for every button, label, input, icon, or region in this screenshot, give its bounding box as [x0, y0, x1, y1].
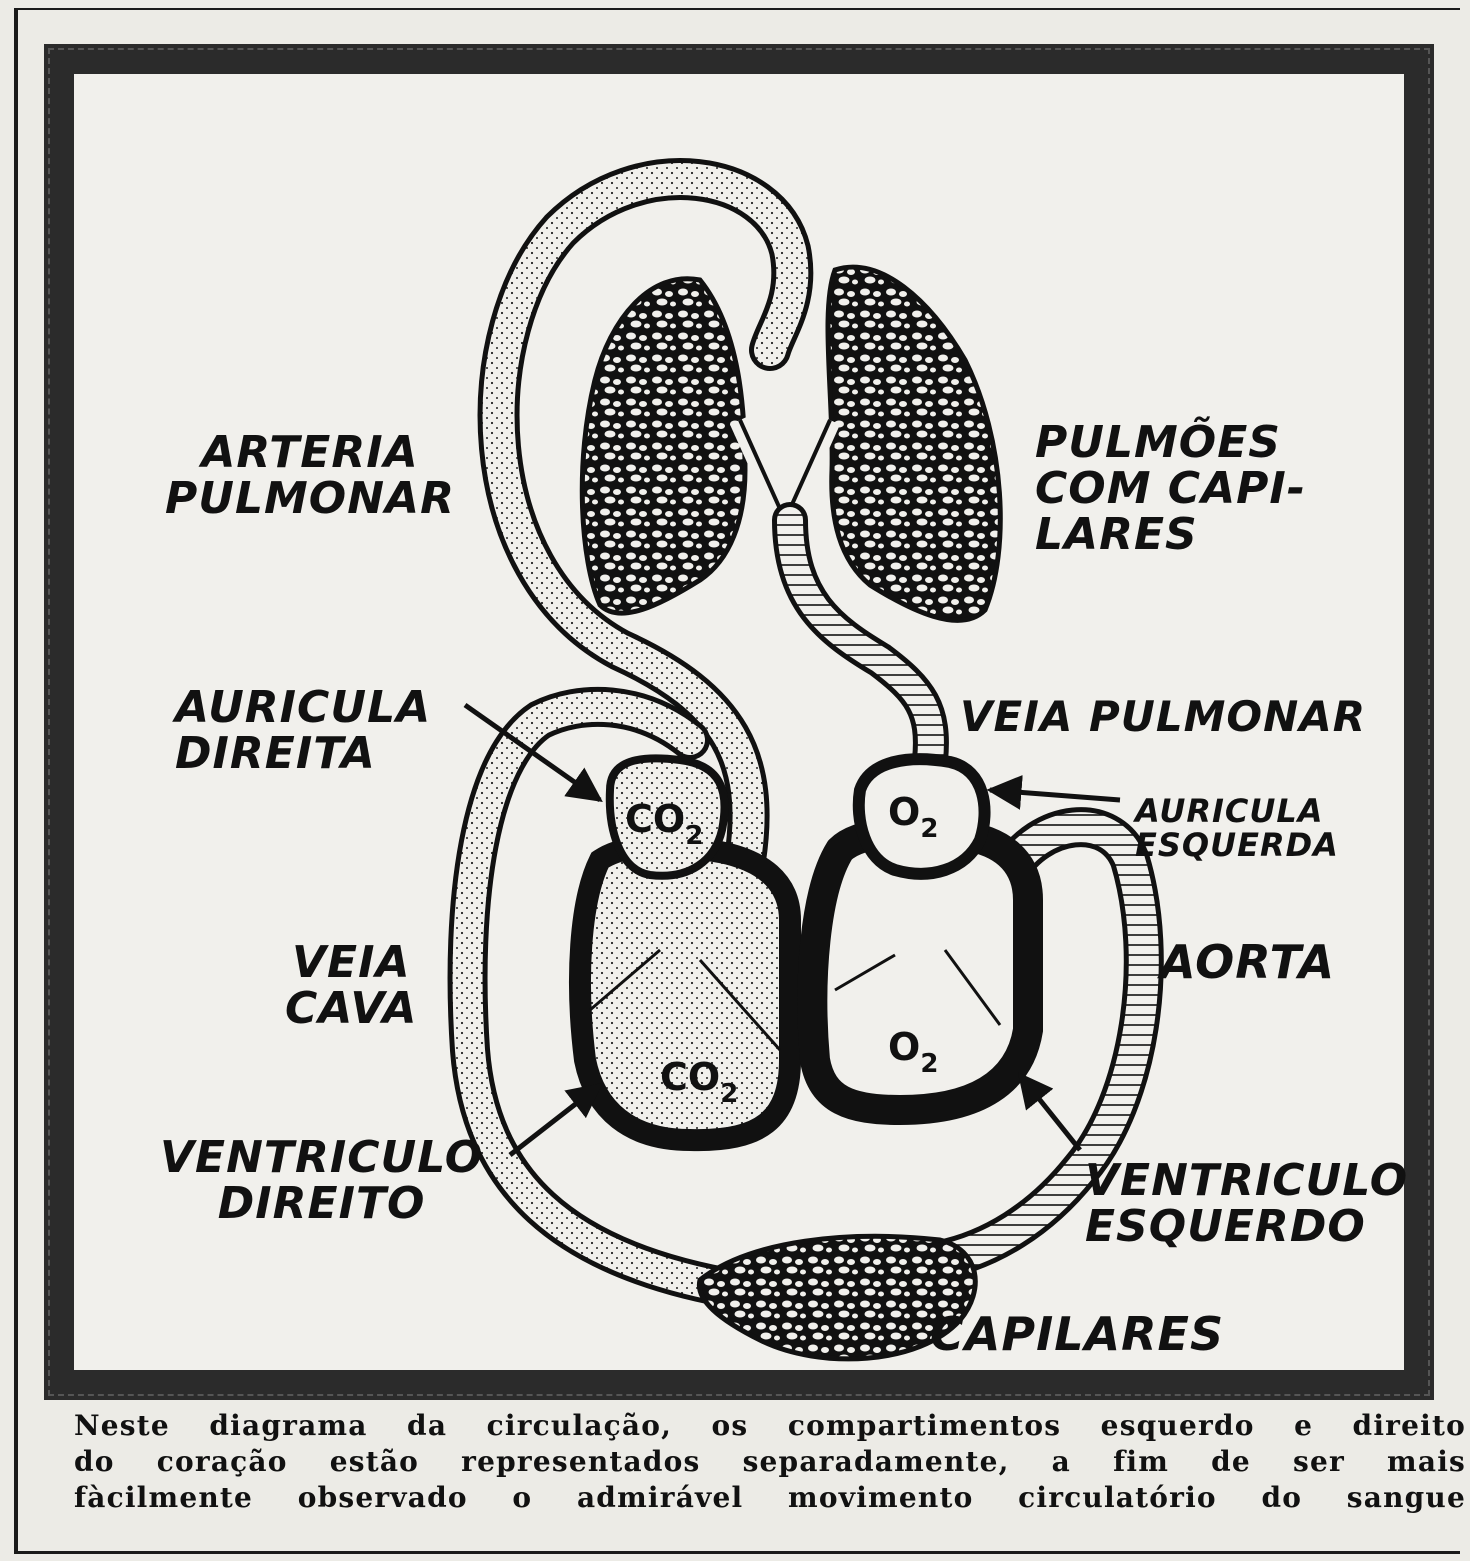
- label-line: VEIA: [285, 940, 417, 986]
- label-line: DIREITA: [175, 731, 431, 777]
- label-line: AURICULA: [175, 685, 431, 731]
- label-ventriculo-esquerdo: VENTRICULO ESQUERDO: [1085, 1158, 1408, 1250]
- label-line: DIREITO: [160, 1181, 483, 1227]
- label-line: VENTRICULO: [160, 1135, 483, 1181]
- label-veia-cava: VEIA CAVA: [285, 940, 417, 1032]
- label-line: AURICULA: [1135, 795, 1339, 829]
- caption-line: fàcilmente observado o admirável movimen…: [74, 1480, 1466, 1516]
- caption-line: do coração estão representados separadam…: [74, 1444, 1466, 1480]
- label-capilares: CAPILARES: [930, 1310, 1224, 1358]
- label-line: LARES: [1035, 512, 1306, 558]
- label-veia-pulmonar: VEIA PULMONAR: [960, 695, 1366, 739]
- arrow-ventriculo-esquerdo: [1020, 1075, 1080, 1150]
- label-pulmoes: PULMÕES COM CAPI- LARES: [1035, 420, 1306, 559]
- label-line: ARTERIA: [165, 430, 455, 476]
- label-aorta: AORTA: [1160, 938, 1335, 986]
- left-lung: [582, 279, 745, 613]
- label-line: PULMONAR: [165, 476, 455, 522]
- label-auricula-esquerda: AURICULA ESQUERDA: [1135, 795, 1339, 862]
- label-arteria-pulmonar: ARTERIA PULMONAR: [165, 430, 455, 522]
- label-line: PULMÕES: [1035, 420, 1306, 466]
- caption-line: Neste diagrama da circulação, os compart…: [74, 1408, 1466, 1444]
- arrow-auricula-esquerda: [990, 790, 1120, 800]
- label-line: CAVA: [285, 986, 417, 1032]
- caption: Neste diagrama da circulação, os compart…: [74, 1408, 1466, 1516]
- label-line: COM CAPI-: [1035, 466, 1306, 512]
- right-lung: [828, 267, 1000, 620]
- label-line: ESQUERDA: [1135, 829, 1339, 863]
- label-auricula-direita: AURICULA DIREITA: [175, 685, 431, 777]
- label-line: ESQUERDO: [1085, 1204, 1408, 1250]
- arrow-ventriculo-direito: [510, 1085, 600, 1155]
- label-ventriculo-direito: VENTRICULO DIREITO: [160, 1135, 483, 1227]
- label-line: VENTRICULO: [1085, 1158, 1408, 1204]
